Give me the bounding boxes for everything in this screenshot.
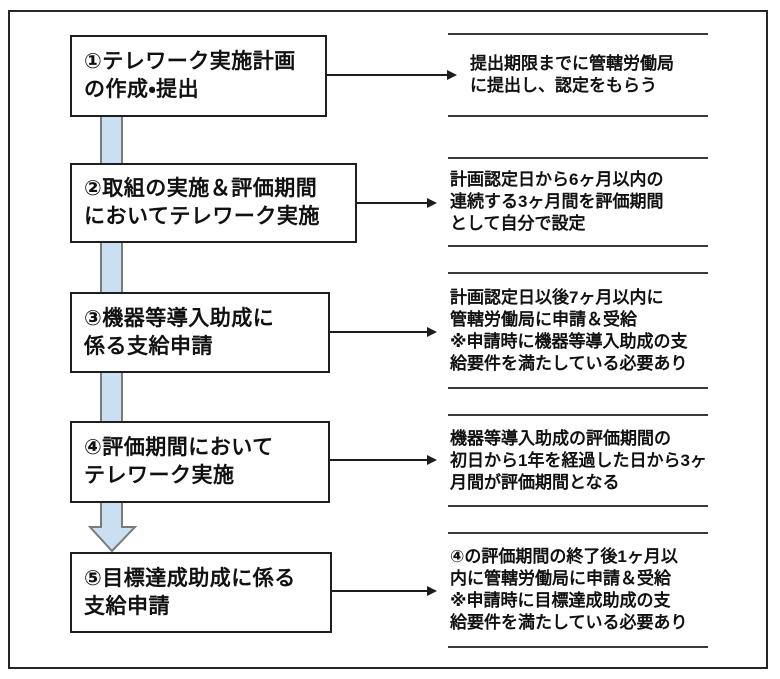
step-3-note-text: 計画認定日以後7ヶ月以内に 管轄労働局に申請＆受給 ※申請時に機器等導入助成の支… — [450, 287, 688, 373]
step-2-box: ②取組の実施＆評価期間 においてテレワーク実施 — [70, 163, 357, 243]
step-3-connector-arrow-icon — [330, 327, 437, 337]
step-4-note-text: 機器等導入助成の評価期間の 初日から1年を経過した日から3ヶ 月間が評価期間とな… — [450, 428, 707, 492]
step-5-note: ④の評価期間の終了後1ヶ月以 内に管轄労働局に申請＆受給 ※申請時に目標達成助成… — [448, 532, 708, 648]
step-2-connector-arrow-icon — [357, 198, 437, 208]
step-5-box: ⑤目標達成助成に係る 支給申請 — [70, 552, 332, 633]
step-2-label: ②取組の実施＆評価期間 においてテレワーク実施 — [84, 177, 320, 228]
step-1-connector-arrow-icon — [327, 70, 457, 80]
step-3-label: ③機器等導入助成に 係る支給申請 — [84, 306, 275, 358]
step-4-connector-arrow-icon — [330, 455, 437, 465]
step-2-note: 計画認定日から6ヶ月以内の 連続する3ヶ月間を評価期間 として自分で設定 — [448, 157, 708, 247]
step-4-box: ④評価期間において テレワーク実施 — [70, 421, 330, 503]
step-1-note-text: 提出期限までに管轄労働局 に提出し、認定をもらう — [470, 54, 674, 95]
step-5-connector-arrow-icon — [332, 586, 437, 596]
step-4-label: ④評価期間において テレワーク実施 — [84, 436, 274, 487]
step-4-note: 機器等導入助成の評価期間の 初日から1年を経過した日から3ヶ 月間が評価期間とな… — [448, 414, 708, 507]
step-1-note: 提出期限までに管轄労働局 に提出し、認定をもらう — [448, 33, 708, 117]
step-3-note: 計画認定日以後7ヶ月以内に 管轄労働局に申請＆受給 ※申請時に機器等導入助成の支… — [448, 272, 708, 389]
step-3-box: ③機器等導入助成に 係る支給申請 — [70, 292, 330, 373]
step-5-label: ⑤目標達成助成に係る 支給申請 — [84, 566, 296, 618]
step-1-box: ①テレワーク実施計画 の作成・提出 — [70, 35, 327, 117]
step-1-label: ①テレワーク実施計画 の作成・提出 — [84, 50, 296, 101]
step-2-note-text: 計画認定日から6ヶ月以内の 連続する3ヶ月間を評価期間 として自分で設定 — [450, 170, 664, 233]
step-5-note-text: ④の評価期間の終了後1ヶ月以 内に管轄労働局に申請＆受給 ※申請時に目標達成助成… — [450, 547, 688, 632]
